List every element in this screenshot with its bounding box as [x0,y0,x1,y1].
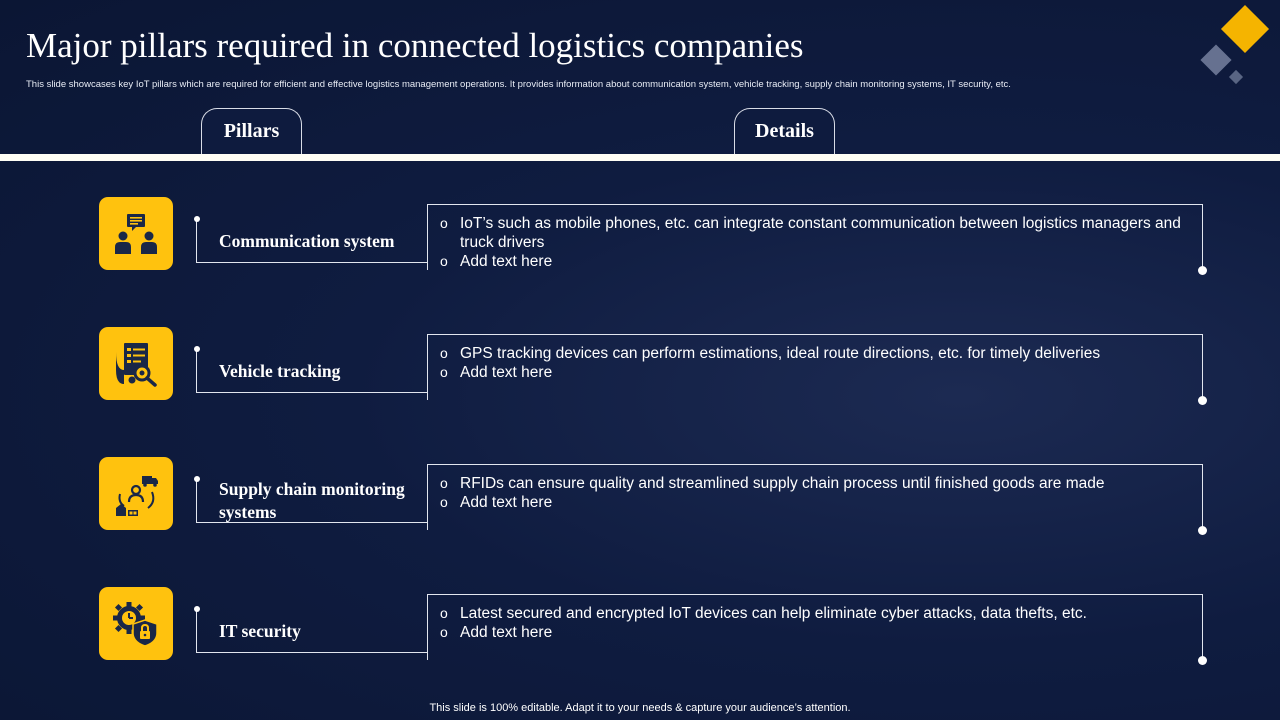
pillar-label-box: Vehicle tracking [194,346,427,393]
decorative-diamond [1220,4,1270,54]
decorative-diamond [1228,69,1244,85]
pillar-label-box: Communication system [194,216,427,263]
pillar-name: Supply chain monitoring systems [219,479,405,522]
tab-details: Details [734,108,835,154]
pillar-name: Vehicle tracking [219,360,341,381]
tab-pillars-label: Pillars [223,120,280,142]
connector-dot [194,346,200,352]
connector-dot [194,606,200,612]
bullet-icon: o [440,494,448,510]
pillar-label-box: Supply chain monitoring systems [194,476,427,523]
bullet-icon: o [440,364,448,380]
tab-pillars: Pillars [201,108,302,154]
bullet-icon: o [440,605,448,621]
page-title: Major pillars required in connected logi… [26,26,804,65]
decorative-diamond [1200,44,1232,76]
connector-dot [1198,656,1207,665]
pillar-name: IT security [219,620,301,641]
connector-dot [1198,526,1207,535]
bullet-icon: o [440,345,448,361]
bullet-icon: o [440,253,448,269]
header-divider-bar [0,154,1280,161]
pillar-label-box: IT security [194,606,427,653]
bullet-icon: o [440,215,448,231]
connector-dot [194,476,200,482]
connector-dot [1198,396,1207,405]
supply-chain-icon [99,457,173,530]
page-subtitle: This slide showcases key IoT pillars whi… [26,79,1011,90]
communication-people-icon [99,197,173,270]
pillar-name: Communication system [219,230,395,251]
connector-dot [1198,266,1207,275]
bullet-icon: o [440,624,448,640]
security-lock-gear-icon [99,587,173,660]
connector-dot [194,216,200,222]
bullet-icon: o [440,475,448,491]
tracking-checklist-icon [99,327,173,400]
footer-note: This slide is 100% editable. Adapt it to… [429,702,851,714]
tab-details-label: Details [755,120,814,142]
